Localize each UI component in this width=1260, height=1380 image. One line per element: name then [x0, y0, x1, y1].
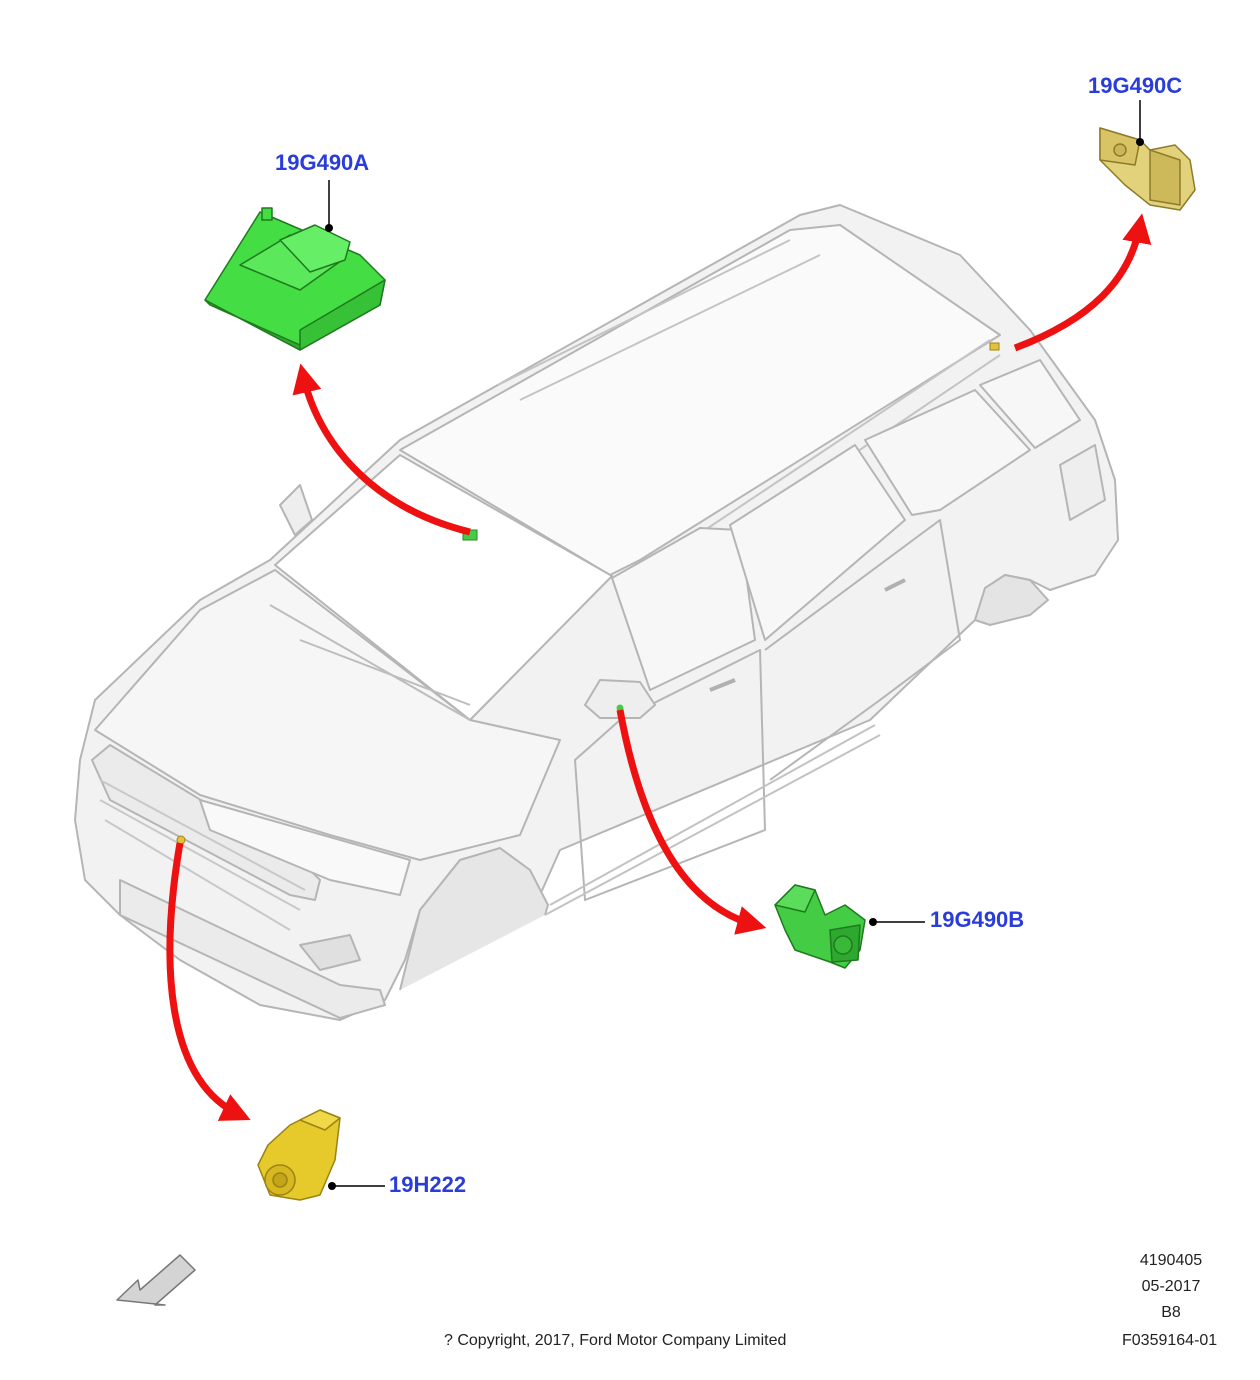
arrow-windshield-to-19G490A: [292, 363, 471, 536]
label-19G490C: 19G490C: [1088, 73, 1183, 98]
part-19H222-camera: [257, 1109, 341, 1201]
label-19G490B: 19G490B: [930, 907, 1025, 932]
figure-id: F0359164-01: [1122, 1332, 1218, 1349]
part-19G490B-sensor: [774, 884, 866, 969]
illustration-number: 4190405: [1139, 1252, 1203, 1269]
leader-dot-19G490C: [1136, 138, 1144, 146]
part-19G490A-module: [204, 207, 386, 351]
arrow-roof-to-19G490C: [1013, 213, 1152, 352]
leader-dot-19G490B: [869, 918, 877, 926]
copyright-notice: ? Copyright, 2017, Ford Motor Company Li…: [444, 1332, 787, 1349]
label-19H222: 19H222: [389, 1172, 467, 1197]
rear-sensor-marker: [989, 342, 1000, 351]
arrow-grille-to-19H222: [166, 842, 251, 1121]
label-19G490A: 19G490A: [275, 150, 370, 175]
vehicle-body: [74, 204, 1119, 1021]
part-19G490C-sensor: [1099, 127, 1196, 211]
leader-dot-19H222: [328, 1182, 336, 1190]
illustration-date: 05-2017: [1141, 1278, 1201, 1295]
arrow-mirror-to-19G490B: [616, 709, 767, 935]
leader-dot-19G490A: [325, 224, 333, 232]
front-direction-arrow-icon: [116, 1254, 196, 1306]
revision-code: B8: [1161, 1304, 1181, 1321]
